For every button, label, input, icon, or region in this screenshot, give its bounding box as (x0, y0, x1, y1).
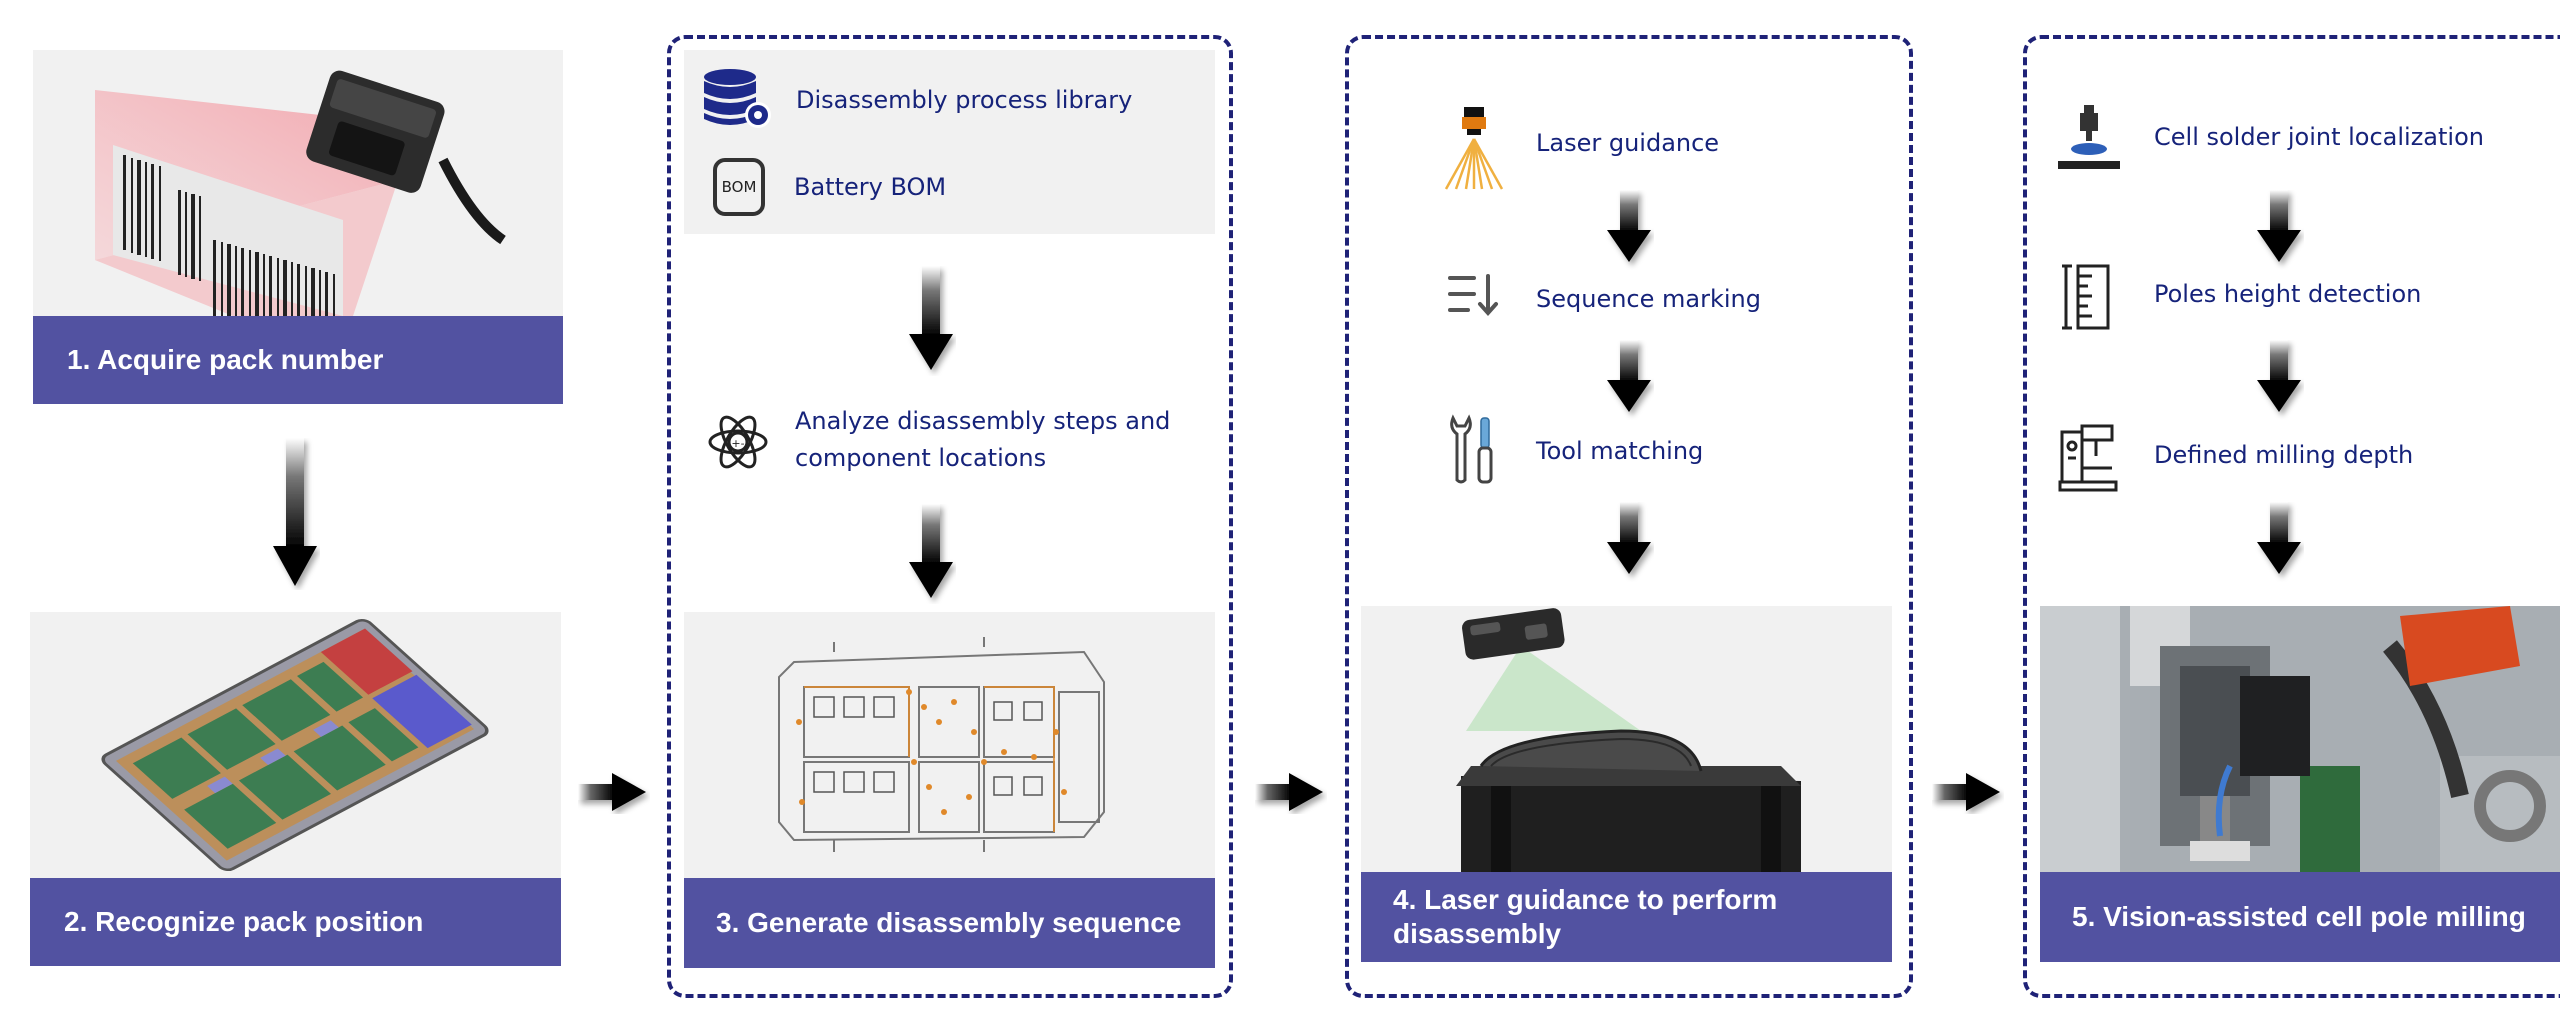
step-2-label: 2. Recognize pack position (64, 906, 424, 937)
arrow-right-icon (1255, 773, 1323, 811)
database-gear-icon (704, 69, 771, 128)
arrow-down-icon (2257, 502, 2301, 574)
step-3-label: 3. Generate disassembly sequence (716, 907, 1182, 938)
bom-icon-text: BOM (721, 178, 757, 196)
step-5-banner: 5. Vision-assisted cell pole milling (2040, 872, 2560, 962)
ruler-height-icon (2062, 264, 2110, 330)
arrow-down-icon (1607, 190, 1651, 262)
laser-emitter-icon (1444, 107, 1504, 190)
milling-machine-icon (2058, 424, 2118, 492)
arrow-right-icon (578, 773, 646, 811)
cell-solder-joint-label: Cell solder joint localization (2154, 123, 2484, 151)
arrow-down-icon (909, 266, 953, 370)
laser-disassembly-image (1361, 606, 1892, 872)
scanner-image (33, 50, 563, 316)
arrow-right-icon (1932, 773, 2000, 811)
svg-text:+-: +- (731, 437, 744, 450)
step-4-frame (1345, 35, 1913, 998)
step-4-banner: 4. Laser guidance to perform disassembly (1361, 872, 1892, 962)
defined-milling-depth-label: Defined milling depth (2154, 441, 2414, 469)
step-3-frame (667, 35, 1233, 998)
sequence-sort-icon (1448, 274, 1498, 317)
arrow-down-icon (273, 438, 317, 586)
step-1-label: 1. Acquire pack number (67, 344, 384, 375)
arrow-down-icon (909, 504, 953, 598)
sequence-marking-label: Sequence marking (1536, 285, 1761, 313)
atom-icon: +- (708, 415, 768, 469)
battery-pack-image (30, 612, 561, 878)
step-3-banner: 3. Generate disassembly sequence (684, 878, 1215, 968)
step-3-inputs-panel (684, 50, 1215, 234)
step-5-label: 5. Vision-assisted cell pole milling (2072, 901, 2526, 932)
arrow-down-icon (2257, 340, 2301, 412)
disassembly-process-library-label: Disassembly process library (796, 86, 1133, 114)
analyze-steps-label-line2: component locations (795, 444, 1047, 472)
laser-guidance-label: Laser guidance (1536, 129, 1720, 157)
arrow-down-icon (2257, 190, 2301, 262)
step-5-frame (2023, 35, 2560, 998)
battery-bom-label: Battery BOM (794, 173, 947, 201)
step-4-label: 4. Laser guidance to perform disassembly (1393, 884, 1778, 949)
solder-camera-icon (2058, 105, 2120, 169)
arrow-down-icon (1607, 340, 1651, 412)
analyze-steps-label-line1: Analyze disassembly steps and (795, 407, 1171, 435)
disassembly-sequence-drawing (684, 612, 1215, 878)
bom-icon: BOM (713, 158, 765, 216)
step-2-banner: 2. Recognize pack position (30, 878, 561, 966)
poles-height-label: Poles height detection (2154, 280, 2422, 308)
milling-photo (2040, 606, 2560, 872)
wrench-screwdriver-icon (1450, 414, 1493, 484)
arrow-down-icon (1607, 502, 1651, 574)
tool-matching-label: Tool matching (1536, 437, 1704, 465)
step-1-banner: 1. Acquire pack number (33, 316, 563, 404)
